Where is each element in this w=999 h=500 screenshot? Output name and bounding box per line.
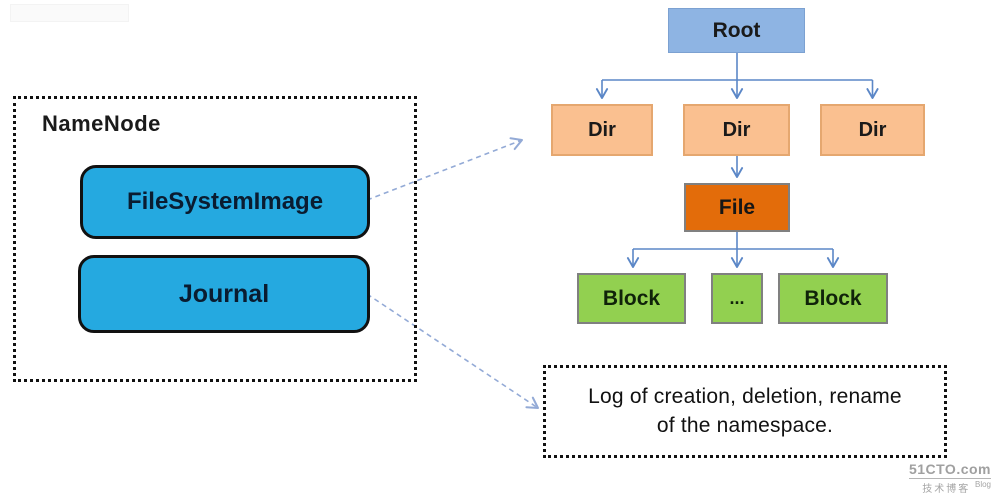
namenode-title: NameNode [42, 111, 161, 136]
dir-node-2: Dir [683, 104, 790, 156]
watermark-51cto: 51CTO.com 技术博客 Blog [908, 461, 991, 495]
file-node: File [684, 183, 790, 232]
watermark-blog: Blog [974, 480, 991, 489]
faint-artifact [10, 4, 129, 22]
dir-node-3: Dir [820, 104, 925, 156]
root-node: Root [668, 8, 805, 53]
namenode-container: NameNode FileSystemImage Journal [13, 96, 417, 382]
journal-note-line2: of the namespace. [656, 413, 834, 437]
file-to-blocks-connector [626, 232, 840, 268]
block-ellipsis-node: ... [711, 273, 763, 324]
journal-note-line1: Log of creation, deletion, rename [588, 385, 902, 409]
root-to-dirs-connector [595, 53, 879, 99]
journal-node: Journal [78, 255, 370, 333]
journal-note: Log of creation, deletion, rename of the… [543, 365, 947, 458]
watermark-caption: 技术博客 Blog [922, 480, 991, 495]
journal-label: Journal [178, 279, 270, 308]
filesystemimage-node: FileSystemImage [80, 165, 370, 239]
block-node-1: Block [577, 273, 686, 324]
block-node-2: Block [778, 273, 888, 324]
filesystemimage-label: FileSystemImage [126, 188, 324, 215]
watermark-site: 51CTO.com [908, 461, 991, 479]
dir-node-1: Dir [551, 104, 653, 156]
